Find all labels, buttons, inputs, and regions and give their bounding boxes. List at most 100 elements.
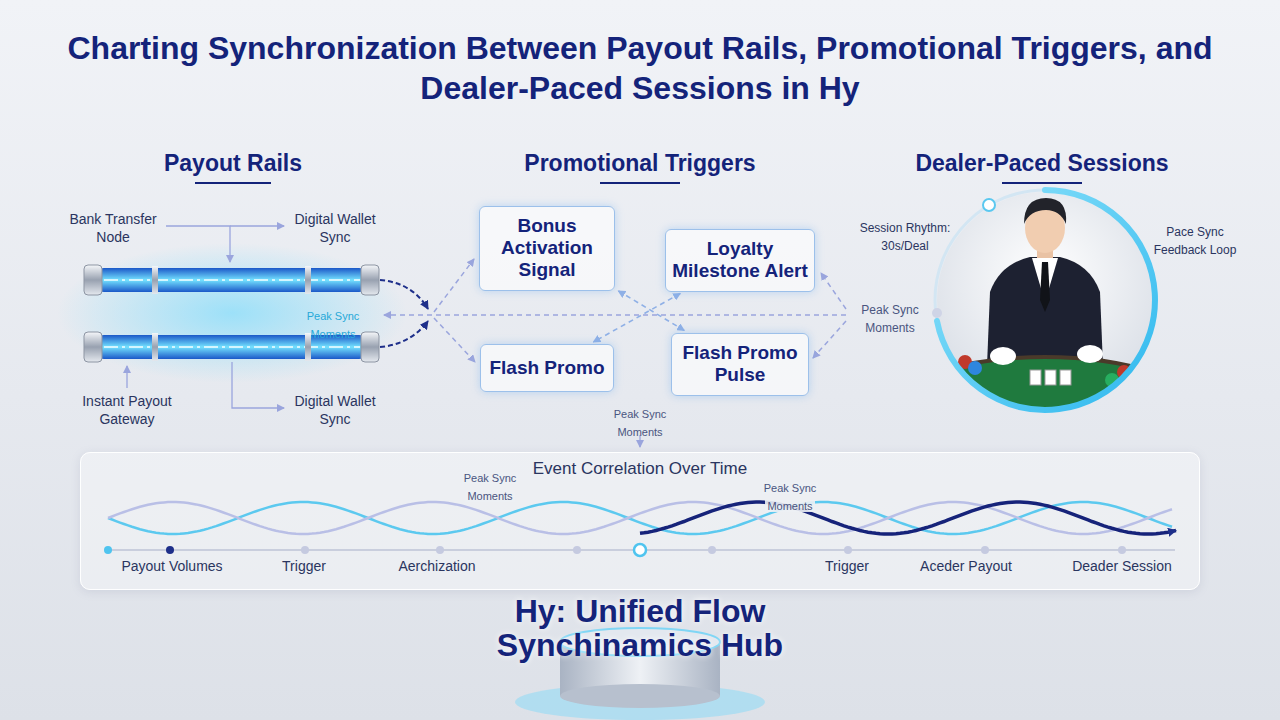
trend-wave [108,502,1172,534]
sync-flow-line [821,273,846,309]
sync-note-wrap: Peak Sync Moments [452,468,528,504]
dealer-illustration [1030,370,1041,385]
title: Charting Synchronization Between Payout … [50,28,1230,108]
sync-flow-line [434,259,474,312]
timeline-chart [573,546,581,554]
session-note-wrap: Pace Sync Feedback Loop [1145,222,1245,258]
sync-flow-line [813,321,846,358]
payout-pipes [84,332,102,362]
axis-label: Aerchization [398,558,475,574]
dealer-illustration [1045,370,1056,385]
axis-label: Deader Session [1072,558,1172,574]
hub-title-wrap: Hy: Unified Flow Synchinamics Hub [420,594,860,662]
sync-flow-line [380,321,428,347]
payout-pipes [104,279,360,281]
sync-note-wrap: Peak Sync Moments [854,300,926,336]
rail-label-wrap: Instant Payout Gateway [69,392,185,428]
leader-line [232,362,284,408]
rail-label-wrap: Digital Wallet Sync [285,210,385,246]
trend-wave [108,502,1172,534]
axis-label-wrap: Trigger [249,557,359,575]
sync-flow-line [380,280,428,309]
dealer-illustration [1060,370,1071,385]
chart-panel: Event Correlation Over Time [80,452,1200,590]
sync-note-wrap: Peak Sync Moments [752,478,828,514]
dealer-illustration [983,199,995,211]
payout-pipes [100,268,363,292]
axis-label-wrap: Aceder Payout [901,557,1031,575]
dealer-illustration [930,185,1160,415]
box-label: Bonus Activation Signal [486,215,608,281]
box-label: Flash Promo Pulse [678,342,802,386]
dealer-illustration [932,308,942,318]
payout-pipes [305,266,311,294]
payout-pipes [152,333,158,361]
axis-label-wrap: Trigger [792,557,902,575]
timeline-chart [108,502,1176,534]
dealer-illustration [1024,198,1066,224]
payout-pipes [84,265,102,295]
payout-pipes [361,332,379,362]
trigger-box: Bonus Activation Signal [479,206,615,291]
heading-underline [195,182,1082,184]
trigger-box: Loyalty Milestone Alert [665,229,815,292]
timeline-chart [436,546,444,554]
rail-label-wrap: Bank Transfer Node [59,210,167,246]
trigger-box: Flash Promo Pulse [671,333,809,396]
sync-flow-line [434,318,475,362]
leader-line [166,226,230,262]
axis-label: Payout Volumes [121,558,222,574]
timeline-chart [301,546,309,554]
section-heading-wrap: Promotional Triggers [470,150,810,177]
session-note: Pace Sync Feedback Loop [1154,225,1237,257]
trigger-box: Flash Promo [480,344,614,392]
axis-label-wrap: Deader Session [1057,557,1187,575]
timeline-chart [981,546,989,554]
axis-label: Aceder Payout [920,558,1012,574]
section-heading: Payout Rails [164,150,302,176]
axis-label: Trigger [282,558,326,574]
sync-note-wrap: Peak Sync Moments [295,306,371,342]
box-label: Loyalty Milestone Alert [672,238,808,282]
timeline-chart [80,452,1200,590]
session-note: Session Rhythm: 30s/Deal [860,221,951,253]
timeline-chart [80,452,1200,590]
sync-note-wrap: Peak Sync Moments [600,404,680,440]
sync-note: Peak Sync Moments [462,472,519,502]
payout-pipes [361,265,379,295]
sync-note: Peak Sync Moments [762,482,819,512]
leader-line [127,226,284,408]
dealer-illustration [968,361,982,375]
session-note-wrap: Session Rhythm: 30s/Deal [851,218,959,254]
axis-label-wrap: Payout Volumes [102,557,242,575]
rail-label: Digital Wallet Sync [294,393,375,427]
hub-pedestal [560,684,720,708]
rail-label: Digital Wallet Sync [294,211,375,245]
heading-underline [600,182,680,184]
sync-note: Peak Sync Moments [614,408,667,438]
timeline-chart [104,546,112,554]
dealer-illustration [1040,262,1050,312]
panel-title: Event Correlation Over Time [81,459,1199,479]
sync-flow-line [384,314,846,316]
payout-pipes [305,333,311,361]
section-heading: Promotional Triggers [524,150,755,176]
sync-note: Peak Sync Moments [307,310,360,340]
hub-pedestal [515,684,765,720]
rail-label: Bank Transfer Node [69,211,156,245]
sync-note: Peak Sync Moments [861,303,918,335]
heading-underline [195,182,271,184]
rail-label-wrap: Digital Wallet Sync [285,392,385,428]
rail-label: Instant Payout Gateway [82,393,172,427]
timeline-chart [844,546,852,554]
timeline-chart [634,544,646,556]
dealer-illustration [1077,345,1103,363]
hub-title: Hy: Unified Flow Synchinamics Hub [497,593,783,663]
section-heading-wrap: Payout Rails [93,150,373,177]
leader-line [230,225,284,226]
axis-label-wrap: Aerchization [372,557,502,575]
section-heading-wrap: Dealer-Paced Sessions [872,150,1212,177]
sync-connector [618,291,684,331]
axis-label: Trigger [825,558,869,574]
